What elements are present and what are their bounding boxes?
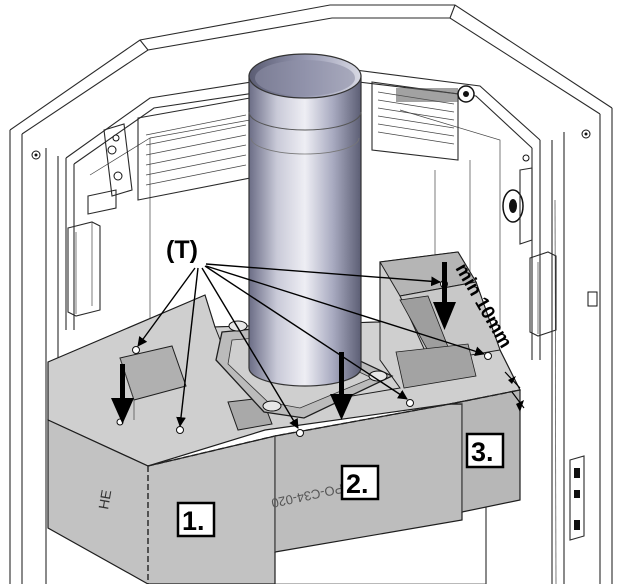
pulley-top [457, 85, 475, 103]
part-label-1: 1. [176, 501, 216, 538]
hinge-bracket-left [87, 123, 133, 215]
arrow-down-icon [330, 352, 353, 420]
insert-direction-arrows [111, 262, 456, 424]
heat-exchanger-left [137, 97, 251, 201]
door-hinge [569, 291, 598, 541]
screws-callout-label: (T) [166, 236, 198, 264]
svg-text:1.: 1. [182, 506, 205, 536]
screw-callout-leaders [137, 263, 485, 429]
part-label-2: 2. [340, 464, 380, 501]
screw-holes [116, 280, 492, 437]
side-mark: HE [95, 489, 114, 511]
svg-text:3.: 3. [471, 437, 494, 467]
heat-exchanger-right [371, 81, 459, 161]
pulley-right [502, 167, 533, 245]
svg-text:2.: 2. [346, 469, 369, 499]
part-label-3: 3. [465, 432, 505, 469]
arrow-down-icon [433, 262, 456, 330]
arrow-down-icon [111, 364, 134, 424]
flue-pipe [248, 53, 362, 387]
